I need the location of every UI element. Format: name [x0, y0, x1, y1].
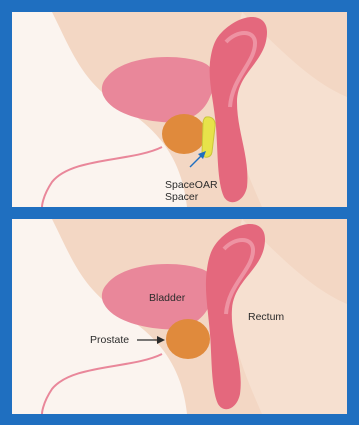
label-spacer: Spacer — [165, 191, 198, 203]
label-bladder: Bladder — [149, 292, 185, 304]
urethra-line — [42, 147, 162, 207]
panel-with-spacer: SpaceOAR Spacer — [12, 12, 347, 207]
label-spaceoar: SpaceOAR — [165, 179, 218, 191]
label-prostate: Prostate — [90, 334, 129, 346]
anatomy-illustration-with-spacer — [12, 12, 347, 207]
panel-without-spacer: Bladder Rectum Prostate — [12, 219, 347, 414]
label-rectum: Rectum — [248, 311, 284, 323]
prostate-shape — [162, 114, 206, 154]
prostate-shape — [166, 319, 210, 359]
urethra-line — [42, 354, 162, 414]
anatomy-illustration-labeled — [12, 219, 347, 414]
